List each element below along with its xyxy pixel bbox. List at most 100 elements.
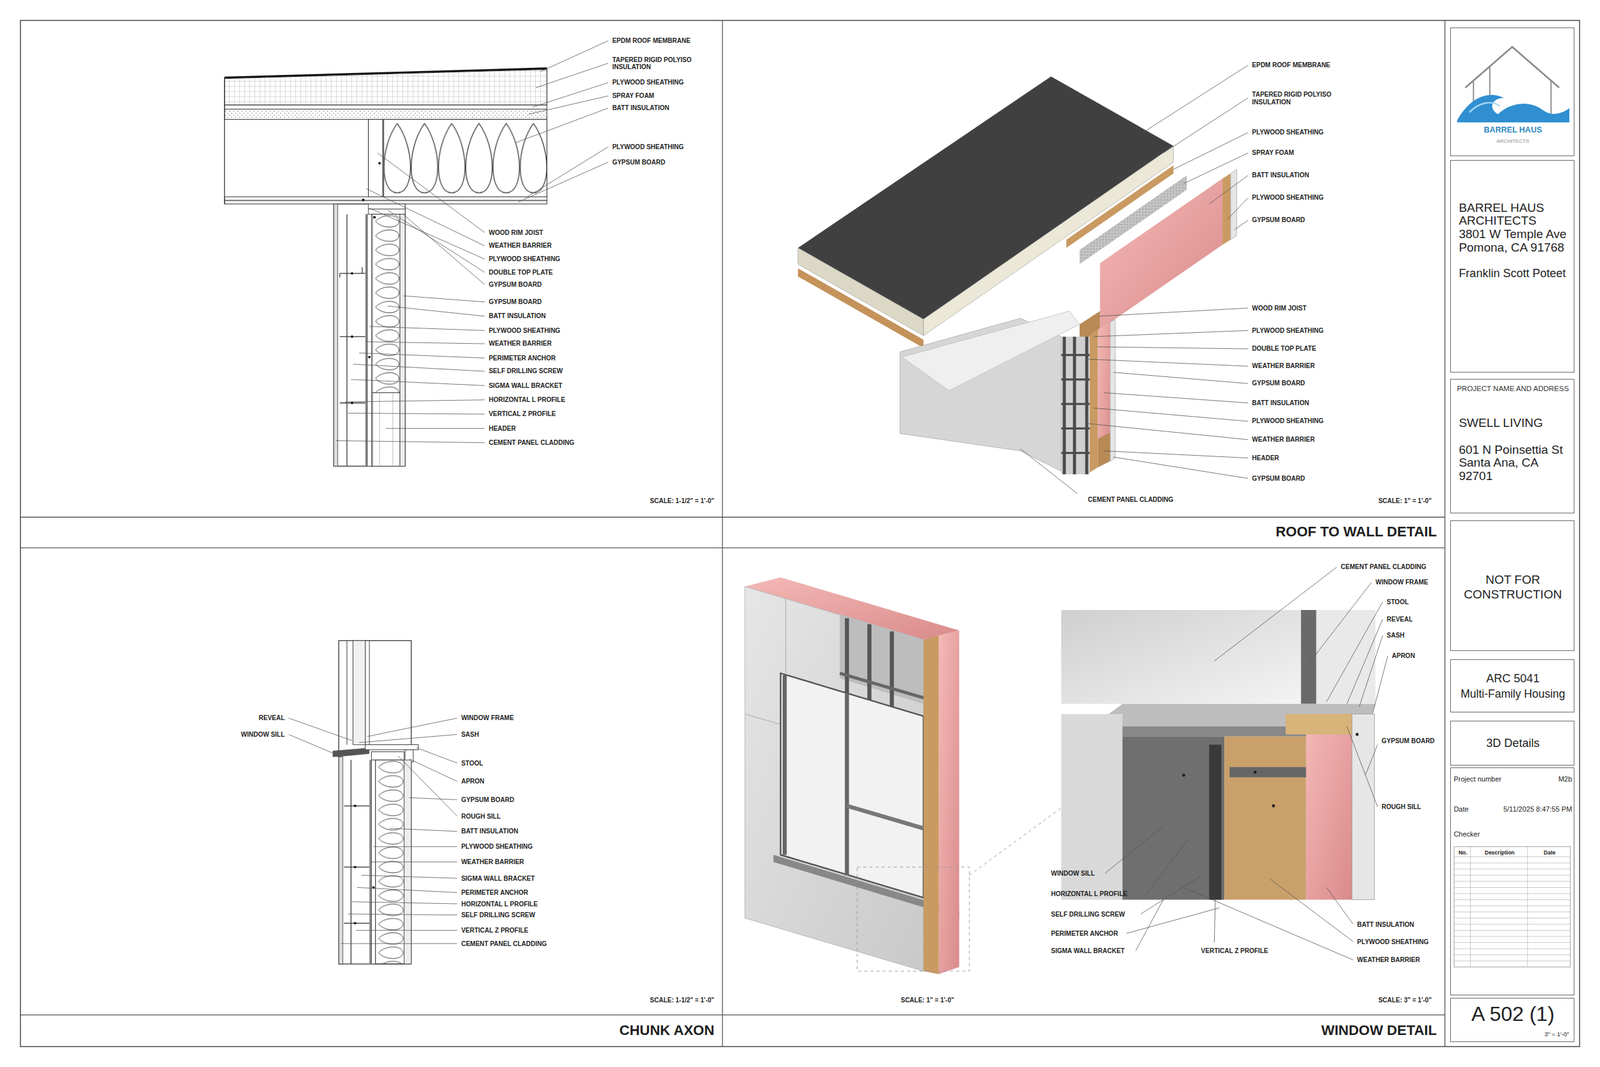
title-block-text: 92701	[1458, 469, 1493, 484]
title-block-text: Multi-Family Housing	[1460, 686, 1565, 701]
callout-label: SELF DRILLING SCREW	[461, 911, 536, 920]
callout-label: APRON	[1392, 652, 1416, 660]
title-block-text: ARCHITECTS	[1496, 138, 1529, 145]
title-block-text: Checker	[1453, 830, 1480, 839]
callout-label: STOOL	[461, 759, 484, 768]
title-block-text: BARREL HAUS	[1484, 125, 1543, 136]
title-block-cell: BARREL HAUSARCHITECTS3801 W Temple AvePo…	[1450, 160, 1576, 373]
callout-label: GYPSUM BOARD	[1251, 474, 1305, 483]
callout-label: WEATHER BARRIER	[488, 340, 552, 349]
panel-title: CHUNK AXON	[619, 1022, 715, 1039]
callout-label: SASH	[1386, 632, 1405, 640]
callout-label: CEMENT PANEL CLADDING	[1088, 496, 1174, 505]
title-block-cell: Project number M2bDate 5/11/2025 8:47:55 P…	[1450, 767, 1576, 996]
title-block-text: 3D Details	[1486, 736, 1540, 751]
title-block-cell: BARREL HAUS ARCHITECTS	[1450, 27, 1576, 157]
callout-label: SPRAY FOAM	[1251, 149, 1295, 157]
callout-label: GYPSUM BOARD	[1381, 737, 1435, 745]
callout-label: WOOD RIM JOIST	[488, 229, 544, 237]
callout-label: VERTICAL Z PROFILE	[461, 926, 529, 935]
callout-label: VERTICAL Z PROFILE	[1201, 947, 1269, 955]
callout-label: GYPSUM BOARD	[488, 280, 543, 289]
callout-label: WOOD RIM JOIST	[1251, 304, 1307, 313]
callout-label: GYPSUM BOARD	[1251, 216, 1305, 225]
title-block-text: 601 N Poinsettia St	[1458, 442, 1563, 457]
callout-label: TAPERED RIGID POLYISO INSULATION	[1251, 90, 1349, 106]
callout-label: BATT INSULATION	[1251, 171, 1309, 180]
callout-label: SASH	[461, 730, 480, 739]
callout-label: WINDOW SILL	[241, 730, 285, 739]
title-block-cell: A 502 (1) 3" = 1'-0"	[1450, 997, 1576, 1042]
callout-label: PLYWOOD SHEATHING	[488, 327, 561, 335]
callout-label: CEMENT PANEL CLADDING	[461, 940, 548, 948]
callout-label: SPRAY FOAM	[612, 92, 655, 100]
title-block-text: No.	[1458, 849, 1468, 856]
callout-label: GYPSUM BOARD	[1251, 380, 1305, 388]
callout-label: PLYWOOD SHEATHING	[1251, 417, 1324, 426]
callout-label: BATT INSULATION	[461, 828, 519, 836]
callout-label: CEMENT PANEL CLADDING	[1340, 563, 1427, 572]
callout-label: CEMENT PANEL CLADDING	[488, 439, 575, 447]
callout-label: PLYWOOD SHEATHING	[612, 143, 685, 152]
callout-label: PLYWOOD SHEATHING	[488, 255, 561, 264]
title-block-cell: NOT FOR CONSTRUCTION	[1450, 520, 1576, 651]
scale-note: SCALE: 1" = 1'-0"	[1378, 497, 1432, 505]
callout-label: BATT INSULATION	[612, 104, 670, 112]
callout-label: GYPSUM BOARD	[612, 158, 666, 167]
title-block-text: NOT FOR CONSTRUCTION	[1456, 572, 1571, 603]
callout-label: PLYWOOD SHEATHING	[612, 78, 685, 87]
callout-label: BATT INSULATION	[1251, 399, 1309, 408]
title-block-text: SWELL LIVING	[1458, 416, 1543, 431]
title-block-text: Santa Ana, CA	[1458, 455, 1539, 471]
panel-title: WINDOW DETAIL	[1320, 1022, 1437, 1039]
callout-label: REVEAL	[258, 714, 285, 723]
callout-label: BATT INSULATION	[488, 312, 546, 321]
callout-label: WEATHER BARRIER	[1251, 362, 1315, 371]
callout-label: WEATHER BARRIER	[1357, 956, 1421, 965]
scale-note: SCALE: 1-1/2" = 1'-0"	[650, 996, 715, 1005]
title-block-text: ARC 5041	[1486, 672, 1540, 687]
callout-label: WINDOW FRAME	[1375, 579, 1428, 587]
scale-note: SCALE: 3" = 1'-0"	[1378, 996, 1432, 1005]
callout-label: PLYWOOD SHEATHING	[1251, 327, 1324, 335]
callout-label: GYPSUM BOARD	[461, 796, 515, 804]
callout-label: HEADER	[488, 424, 516, 433]
callout-label: SIGMA WALL BRACKET	[488, 382, 563, 390]
callout-label: HORIZONTAL L PROFILE	[488, 396, 566, 404]
callout-label: PLYWOOD SHEATHING	[1251, 194, 1324, 203]
callout-label: PERIMETER ANCHOR	[488, 354, 557, 363]
callout-label: VERTICAL Z PROFILE	[488, 410, 557, 419]
title-block-text: Date	[1453, 805, 1469, 815]
callout-label: PERIMETER ANCHOR	[1050, 929, 1119, 938]
callout-label: HEADER	[1251, 454, 1279, 463]
title-block-text: Date	[1543, 849, 1556, 856]
callout-label: WINDOW FRAME	[461, 714, 514, 723]
title-block-text: 5/11/2025 8:47:55 PM	[1503, 805, 1572, 815]
callout-label: PLYWOOD SHEATHING	[1357, 938, 1430, 946]
callout-label: SELF DRILLING SCREW	[488, 368, 564, 376]
title-block-text: Pomona, CA 91768	[1458, 240, 1565, 255]
title-block-text: M2b	[1558, 775, 1572, 784]
callout-label: EPDM ROOF MEMBRANE	[1251, 61, 1330, 70]
title-block-cell: PROJECT NAME AND ADDRESSSWELL LIVING601 …	[1450, 378, 1576, 514]
title-block-text: 3" = 1'-0"	[1544, 1030, 1569, 1038]
scale-note: SCALE: 1-1/2" = 1'-0"	[650, 497, 715, 505]
callout-label: PLYWOOD SHEATHING	[461, 843, 534, 852]
callout-label: PLYWOOD SHEATHING	[1251, 129, 1324, 137]
callout-label: APRON	[461, 778, 485, 786]
title-block-text: Project number	[1453, 775, 1502, 784]
callout-label: TAPERED RIGID POLYISO INSULATION	[612, 55, 710, 71]
title-block-text: Franklin Scott Poteet	[1458, 266, 1566, 281]
callout-label: HORIZONTAL L PROFILE	[461, 900, 538, 909]
callout-label: HORIZONTAL L PROFILE	[1050, 890, 1128, 898]
title-block-cell: ARC 5041Multi-Family Housing	[1450, 659, 1576, 713]
callout-label: SIGMA WALL BRACKET	[1050, 947, 1125, 955]
callout-label: WEATHER BARRIER	[488, 241, 552, 250]
panel-title: ROOF TO WALL DETAIL	[1275, 523, 1437, 540]
callout-label: GYPSUM BOARD	[488, 298, 543, 306]
callout-label: REVEAL	[1386, 615, 1414, 624]
callout-label: WEATHER BARRIER	[1251, 435, 1315, 444]
callout-label: DOUBLE TOP PLATE	[1251, 345, 1316, 354]
title-block-text: A 502 (1)	[1471, 1001, 1555, 1026]
